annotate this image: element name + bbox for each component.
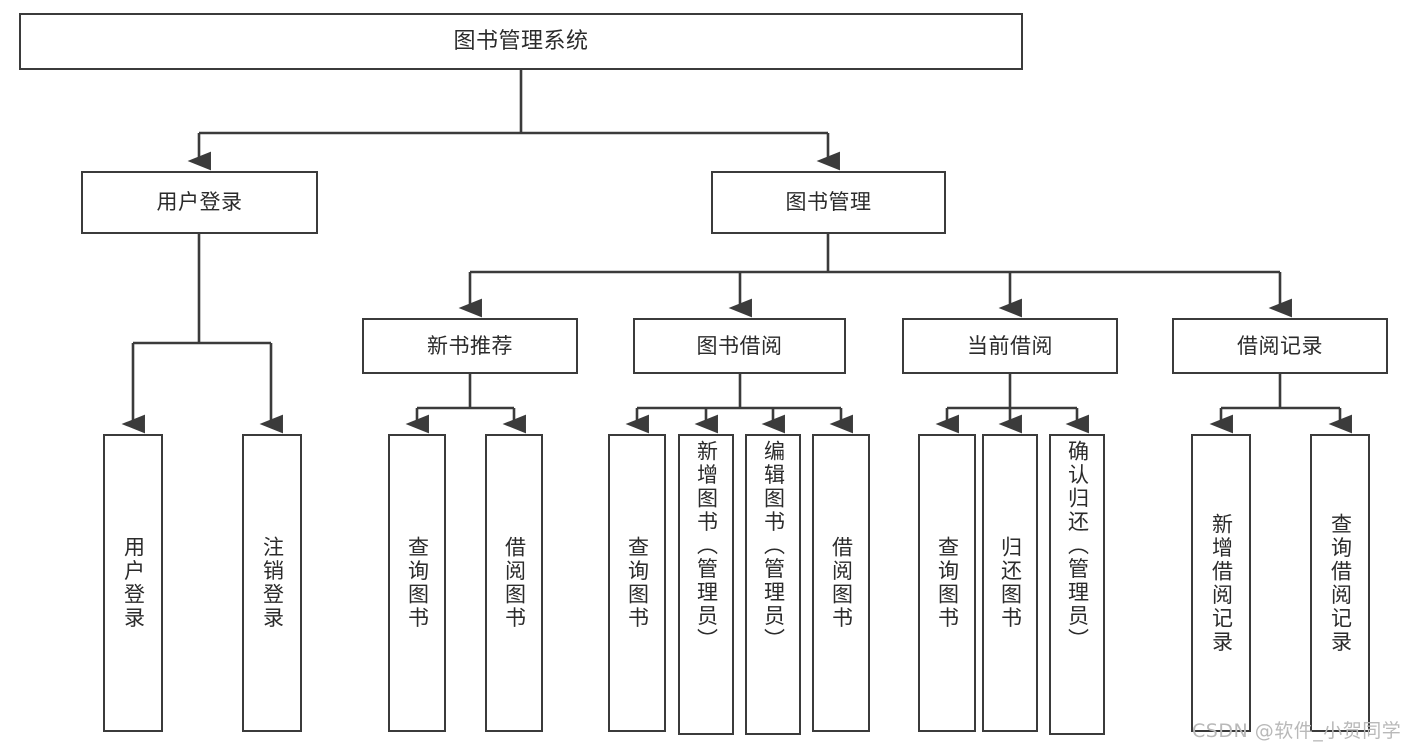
node-leaf-return-book[interactable]: 归还图书 — [982, 434, 1038, 732]
node-leaf-borrow-book[interactable]: 借阅图书 — [812, 434, 870, 732]
node-leaf-label: 用户登录 — [121, 536, 146, 630]
node-leaf-confirm-return-admin[interactable]: 确认归还（管理员） — [1049, 434, 1105, 735]
node-leaf-user-login[interactable]: 用户登录 — [103, 434, 163, 732]
node-leaf-label: 编辑图书（管理员） — [761, 440, 786, 652]
node-leaf-query-book[interactable]: 查询图书 — [608, 434, 666, 732]
node-root-label: 图书管理系统 — [453, 28, 589, 54]
node-leaf-query-book-current[interactable]: 查询图书 — [918, 434, 976, 732]
node-leaf-borrow-book-new[interactable]: 借阅图书 — [485, 434, 543, 732]
node-leaf-label: 新增图书（管理员） — [694, 440, 719, 652]
node-current-borrow-label: 当前借阅 — [967, 333, 1053, 358]
node-book-borrow-label: 图书借阅 — [696, 333, 783, 358]
node-new-book-recommend-label: 新书推荐 — [427, 333, 513, 358]
node-user-login-label: 用户登录 — [156, 190, 243, 215]
node-book-management-label: 图书管理 — [785, 190, 872, 215]
node-leaf-logout[interactable]: 注销登录 — [242, 434, 302, 732]
node-leaf-label: 借阅图书 — [829, 536, 854, 630]
node-leaf-query-book-new[interactable]: 查询图书 — [388, 434, 446, 732]
node-leaf-add-borrow-record[interactable]: 新增借阅记录 — [1191, 434, 1251, 732]
node-root-system[interactable]: 图书管理系统 — [19, 13, 1023, 70]
node-leaf-label: 查询图书 — [405, 536, 430, 630]
node-leaf-label: 借阅图书 — [502, 536, 527, 630]
node-leaf-label: 查询图书 — [625, 536, 650, 630]
node-new-book-recommend[interactable]: 新书推荐 — [362, 318, 578, 374]
node-leaf-label: 新增借阅记录 — [1209, 512, 1234, 654]
node-user-login[interactable]: 用户登录 — [81, 171, 318, 234]
node-leaf-query-borrow-record[interactable]: 查询借阅记录 — [1310, 434, 1370, 732]
node-leaf-label: 注销登录 — [260, 536, 285, 630]
node-leaf-label: 查询借阅记录 — [1328, 512, 1353, 654]
node-book-borrow[interactable]: 图书借阅 — [633, 318, 846, 374]
node-borrow-record-label: 借阅记录 — [1237, 333, 1323, 358]
node-current-borrow[interactable]: 当前借阅 — [902, 318, 1118, 374]
node-leaf-add-book-admin[interactable]: 新增图书（管理员） — [678, 434, 734, 735]
node-leaf-label: 查询图书 — [935, 536, 960, 630]
node-borrow-record[interactable]: 借阅记录 — [1172, 318, 1388, 374]
node-leaf-label: 确认归还（管理员） — [1065, 440, 1090, 652]
node-leaf-label: 归还图书 — [998, 536, 1023, 630]
node-leaf-edit-book-admin[interactable]: 编辑图书（管理员） — [745, 434, 801, 735]
watermark-text: CSDN @软件_小贺同学 — [1192, 720, 1402, 742]
node-book-management[interactable]: 图书管理 — [711, 171, 946, 234]
